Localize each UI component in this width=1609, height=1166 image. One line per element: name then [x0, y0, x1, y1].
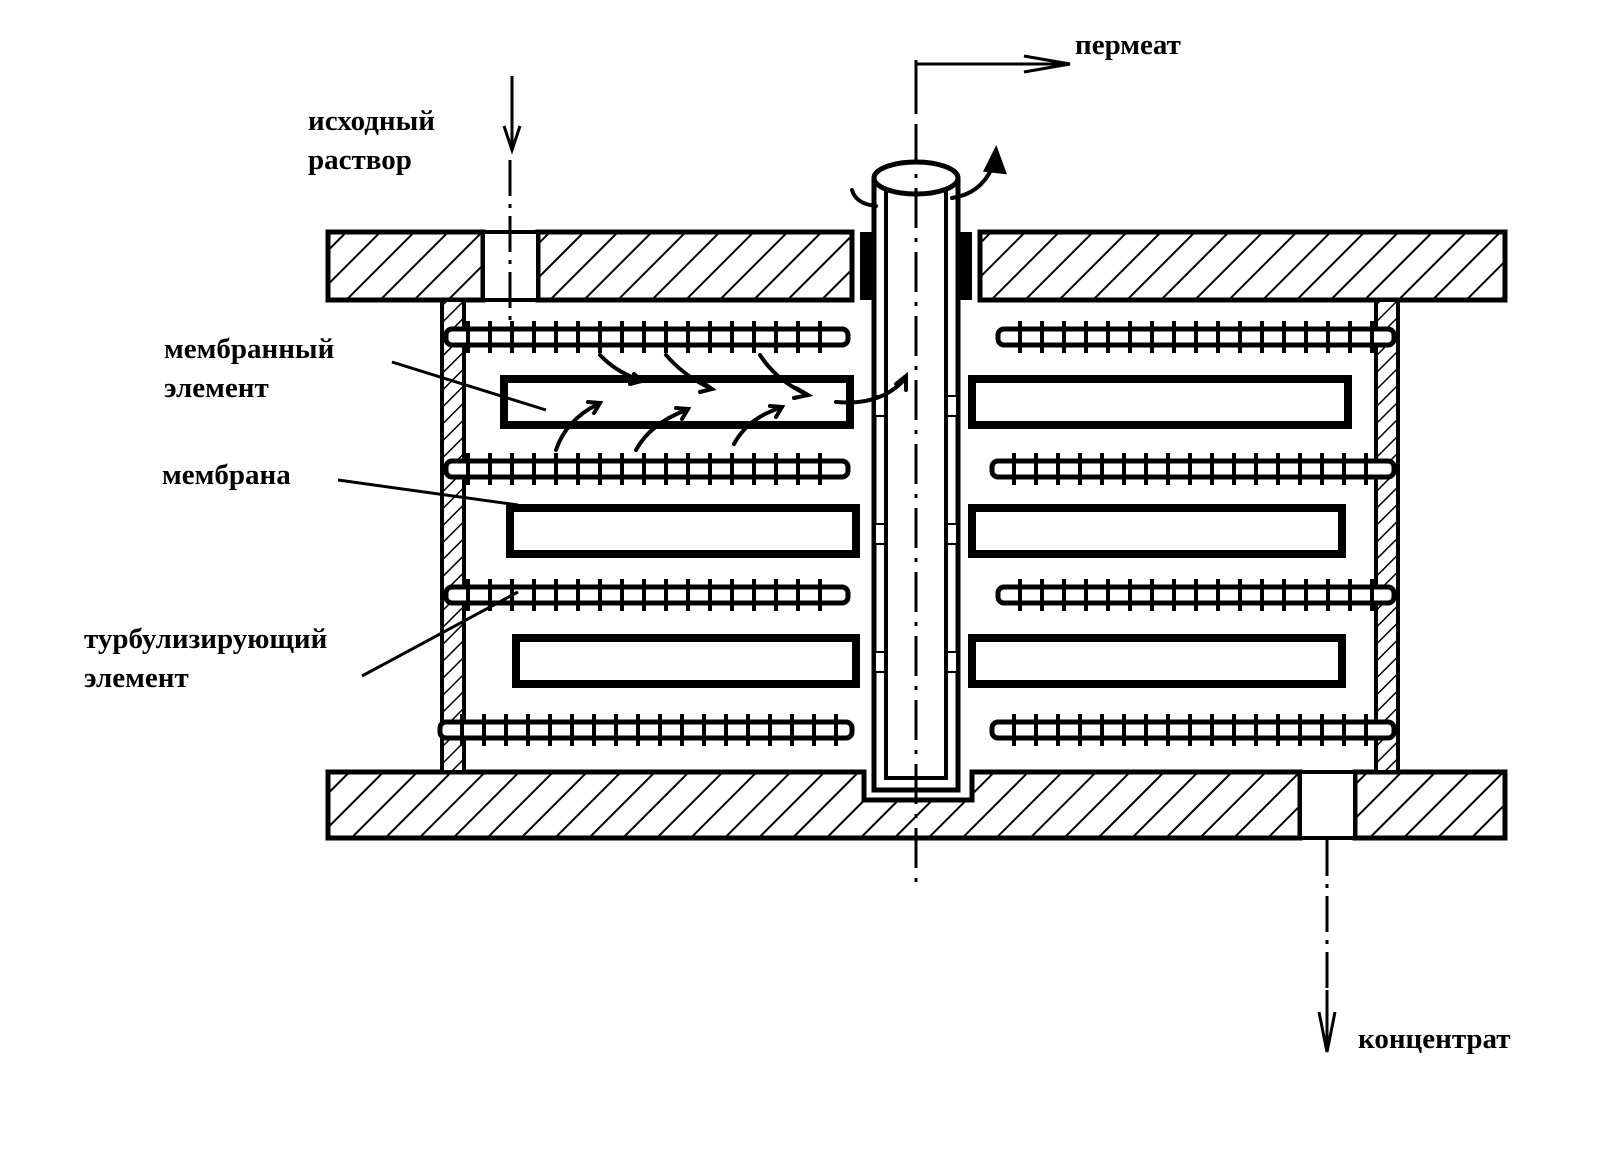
turbulizer-plate: [443, 584, 851, 606]
feed-label-line2: раствор: [308, 144, 412, 176]
turbulizer-plate: [443, 326, 851, 348]
concentrate-arrow: [1317, 990, 1337, 1053]
permeate-label-text: пермеат: [1075, 29, 1181, 61]
housing-walls: [440, 298, 1400, 774]
membrane-label: мембрана: [162, 456, 291, 495]
top-flange: [325, 229, 1508, 303]
flow-arrows: [554, 144, 1007, 452]
turbulizer-plate: [443, 458, 851, 480]
feed-arrow: [502, 76, 522, 155]
turbulizer-label-line2: элемент: [84, 662, 189, 694]
membrane-element-label-line1: мембранный: [164, 333, 335, 365]
membrane-element-label: мембранный элемент: [164, 330, 334, 408]
membrane-label-text: мембрана: [162, 459, 291, 491]
permeate-arrow: [914, 54, 1071, 110]
turbulizer-label-line1: турбулизирующий: [84, 623, 328, 655]
feed-label: исходный раствор: [308, 102, 435, 180]
center-lines: [508, 60, 1329, 1000]
membrane-element-label-line2: элемент: [164, 372, 269, 404]
permeate-label: пермеат: [1075, 26, 1181, 65]
leader-lines: [337, 360, 547, 678]
bottom-flange: [325, 769, 1508, 841]
turbulizer-plate: [989, 719, 1397, 741]
feed-label-line1: исходный: [308, 105, 435, 137]
turbulizer-label: турбулизирующий элемент: [84, 620, 327, 698]
concentrate-label-text: концентрат: [1358, 1023, 1511, 1055]
membrane-elements: [500, 375, 1352, 688]
turbulizer-plate: [989, 458, 1397, 480]
concentrate-label: концентрат: [1358, 1020, 1511, 1059]
